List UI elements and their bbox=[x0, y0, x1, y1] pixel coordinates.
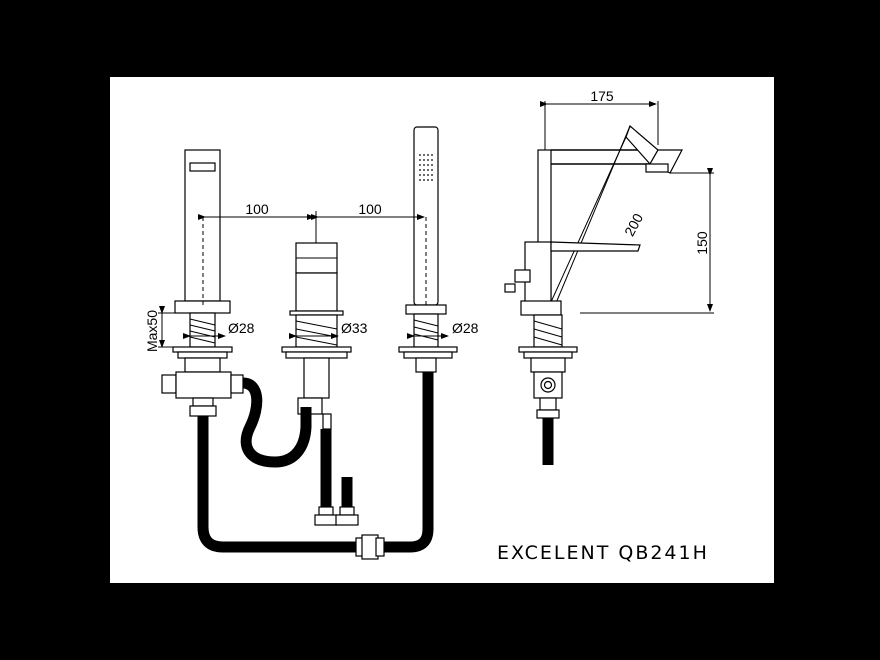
braided-hoses bbox=[197, 372, 434, 553]
valve-diameter-label: Ø33 bbox=[341, 320, 368, 336]
spacing-left-label: 100 bbox=[245, 201, 269, 217]
spout-length-dimension: 200 bbox=[621, 210, 646, 238]
shower-diameter-label: Ø28 bbox=[452, 320, 479, 336]
reach-dimension: 175 bbox=[540, 88, 659, 150]
deck-thickness-dimension: Max50 bbox=[144, 306, 175, 352]
model-label: EXCELENT QB241H bbox=[497, 542, 709, 564]
spacing-dimensions: 100 100 bbox=[198, 201, 425, 220]
height-dimension: 150 bbox=[580, 168, 714, 314]
spout-diameter-label: Ø28 bbox=[228, 320, 255, 336]
drawing-sheet: 100 100 Ø28 Ø33 Ø28 Max50 bbox=[110, 77, 774, 583]
side-view: 175 150 200 bbox=[504, 88, 714, 465]
side-base bbox=[518, 314, 578, 465]
side-lever bbox=[504, 241, 641, 316]
reach-label: 175 bbox=[590, 88, 614, 104]
max-deck-label: Max50 bbox=[144, 310, 160, 352]
diameter-dimensions: Ø28 Ø33 Ø28 bbox=[183, 320, 479, 339]
height-label: 150 bbox=[694, 231, 710, 255]
technical-drawing: 100 100 Ø28 Ø33 Ø28 Max50 bbox=[144, 88, 714, 564]
spacing-right-label: 100 bbox=[358, 201, 382, 217]
valve-body bbox=[281, 242, 352, 430]
spout-body bbox=[161, 149, 244, 417]
side-spout bbox=[537, 124, 683, 316]
spout-length-label: 200 bbox=[621, 210, 646, 238]
front-view: 100 100 Ø28 Ø33 Ø28 Max50 bbox=[144, 126, 479, 560]
hose-fittings bbox=[314, 506, 385, 560]
hand-shower bbox=[398, 126, 458, 373]
